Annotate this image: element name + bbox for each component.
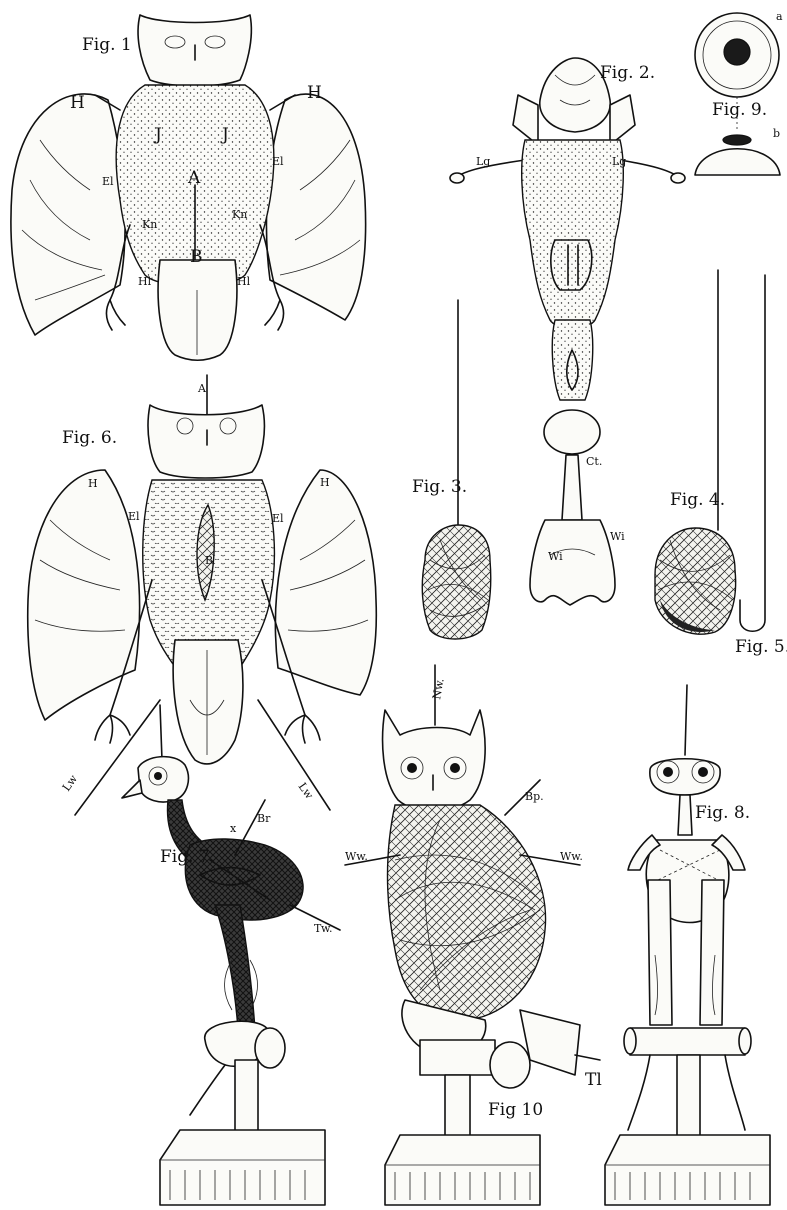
fig7-perch-end <box>255 1028 285 1068</box>
fig2-title: Fig. 2. <box>600 63 655 83</box>
fig1-title: Fig. 1 <box>82 35 132 55</box>
fig7-label-br: Br <box>257 812 271 825</box>
fig6-label-h-left: H <box>88 477 98 490</box>
fig4-wrap <box>655 528 736 634</box>
fig7-legs <box>215 905 255 1030</box>
fig6-label-el-right: El <box>272 512 284 525</box>
fig6-label-a: A <box>197 382 207 395</box>
fig5-title: Fig. 5. <box>735 637 787 657</box>
fig10-label-nw: Nw. <box>430 677 446 700</box>
fig8-left-leg <box>648 880 672 1025</box>
figure-4-wrapped-body: Fig. 4. <box>655 270 736 634</box>
fig1-label-kn-right: Kn <box>232 208 247 221</box>
fig9-eye-side <box>695 149 780 175</box>
fig1-label-b: B <box>190 247 203 267</box>
fig6-label-el-left: El <box>128 510 140 523</box>
fig6-label-b: B <box>205 554 213 567</box>
figure-8-front-armature: Fig. 8. <box>605 685 770 1205</box>
fig7-title: Fig. 7. <box>160 847 215 867</box>
fig1-label-el-left: El <box>102 175 114 188</box>
fig6-left-wing <box>28 470 140 720</box>
fig3-wrap <box>422 525 490 639</box>
fig10-base <box>385 1135 540 1205</box>
fig10-title: Fig 10 <box>488 1100 543 1120</box>
fig7-label-x: x <box>230 822 237 835</box>
fig2-torso <box>522 140 624 328</box>
figure-3-wrapped-head: Fig. 3. <box>412 300 491 639</box>
fig2-label-ct: Ct. <box>586 455 602 468</box>
fig2-wing-base <box>530 520 615 605</box>
fig7-head <box>138 757 188 802</box>
fig6-label-lw-left: Lw <box>60 772 81 794</box>
fig1-right-wing <box>266 94 365 320</box>
fig2-label-lg-left: Lg <box>476 155 490 168</box>
fig9-label-a: a <box>776 10 783 23</box>
fig10-perch-end <box>490 1042 530 1088</box>
fig2-label-wi-right: Wi <box>610 530 625 543</box>
fig1-tail <box>158 260 237 360</box>
fig8-right-leg <box>700 880 724 1025</box>
fig6-title: Fig. 6. <box>62 428 117 448</box>
fig8-perch <box>630 1028 745 1055</box>
fig1-label-hl-left: Hl <box>138 275 152 288</box>
fig10-label-ww-right: Ww. <box>560 850 583 863</box>
fig1-left-wing <box>11 94 125 335</box>
fig9-pupil <box>724 39 750 65</box>
figure-6-skin-with-body: Fig. 6. A H H El El B Lw Lw <box>28 375 377 815</box>
fig1-label-j-right: J <box>220 125 229 145</box>
fig8-title: Fig. 8. <box>695 803 750 823</box>
figure-10-wrapped-owl: Nw. Bp. Ww. Ww. Tl Fig 10 <box>345 665 602 1205</box>
fig10-label-tl: Tl <box>585 1070 602 1090</box>
fig9-title: Fig. 9. <box>712 100 767 120</box>
figure-7-armature: Fig. 7. x Br Tw. <box>122 705 340 1205</box>
fig6-right-wing <box>275 470 376 695</box>
fig6-label-h-right: H <box>320 476 330 489</box>
fig3-title: Fig. 3. <box>412 477 467 497</box>
fig1-label-h-right: H <box>307 83 322 103</box>
fig2-label-wi-left: Wi <box>548 550 563 563</box>
fig1-label-j-left: J <box>153 125 162 145</box>
fig4-title: Fig. 4. <box>670 490 725 510</box>
fig10-label-bp: Bp. <box>525 790 544 803</box>
figure-1-skinned-owl: Fig. 1 H H J J El El A B Kn Kn Hl Hl <box>11 15 366 360</box>
fig1-label-h-left: H <box>70 93 85 113</box>
fig2-label-lg-right: Lg <box>612 155 626 168</box>
fig1-label-kn-left: Kn <box>142 218 157 231</box>
fig1-label-a: A <box>187 168 201 188</box>
fig10-head <box>383 710 486 811</box>
fig7-label-tw: Tw. <box>314 922 333 935</box>
figure-5-hooked-wire: Fig. 5. <box>735 275 787 657</box>
figure-9-glass-eye: Fig. 9. a b <box>695 10 783 175</box>
fig9-label-b: b <box>773 127 780 140</box>
figure-2-body-form: Fig. 2. Lg Lg Ct. Wi Wi <box>450 58 685 605</box>
fig10-label-ww-left: Ww. <box>345 850 368 863</box>
fig1-label-el-right: El <box>272 155 284 168</box>
fig2-neck-knob <box>544 410 600 454</box>
fig1-label-hl-right: Hl <box>237 275 251 288</box>
